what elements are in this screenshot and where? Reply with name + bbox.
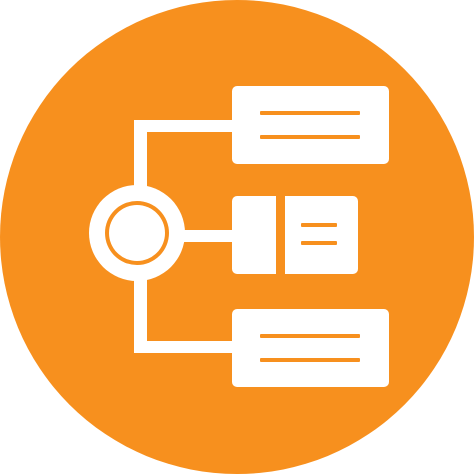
box-details: [260, 111, 360, 362]
flowchart-glyph: [89, 86, 389, 387]
start-node-core: [109, 205, 165, 261]
bottom-node-box: [232, 309, 389, 387]
middle-node-box: [232, 196, 358, 274]
connector-middle-branch: [180, 230, 235, 242]
connector-bottom-branch: [134, 341, 234, 353]
middle-box-line-2: [301, 241, 337, 245]
top-box-line-1: [260, 111, 360, 115]
bottom-box-line-2: [260, 358, 360, 362]
top-box-line-2: [260, 135, 360, 139]
connector-top-branch: [134, 120, 234, 132]
bottom-box-line-1: [260, 334, 360, 338]
middle-box-divider: [276, 196, 285, 274]
middle-box-line-1: [301, 223, 337, 227]
top-node-box: [232, 86, 389, 164]
